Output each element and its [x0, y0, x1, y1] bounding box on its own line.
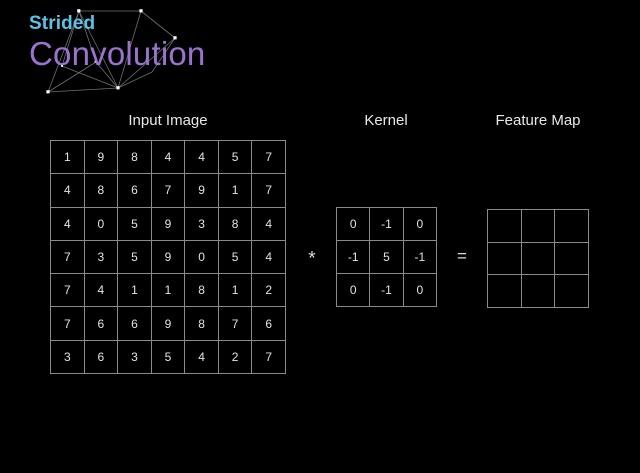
- matrix-cell: 2: [252, 274, 286, 308]
- convolution-operator-symbol: *: [308, 248, 316, 270]
- matrix-cell: 1: [151, 274, 186, 308]
- matrix-cell: 7: [218, 307, 253, 341]
- matrix-cell: 8: [118, 141, 152, 175]
- matrix-cell: [555, 275, 589, 308]
- matrix-cell: 6: [118, 307, 152, 341]
- matrix-cell: 4: [252, 240, 286, 275]
- matrix-cell: 9: [151, 207, 186, 241]
- matrix-cell: 6: [252, 307, 286, 341]
- matrix-cell: 7: [51, 307, 85, 341]
- matrix-cell: 0: [337, 274, 371, 307]
- equals-operator-symbol: =: [457, 246, 467, 266]
- matrix-cell: 6: [84, 307, 119, 341]
- matrix-cell: 1: [218, 174, 253, 208]
- matrix-cell: [521, 210, 556, 243]
- header-feature-map: Feature Map: [495, 112, 581, 129]
- matrix-cell: 3: [118, 340, 152, 374]
- matrix-cell: 3: [51, 340, 85, 374]
- matrix-cell: 8: [218, 207, 253, 241]
- matrix-cell: 9: [151, 240, 186, 275]
- matrix-cell: [555, 210, 589, 243]
- matrix-cell: 4: [51, 207, 85, 241]
- matrix-cell: 6: [118, 174, 152, 208]
- matrix-cell: 4: [84, 274, 119, 308]
- matrix-cell: -1: [370, 208, 404, 241]
- matrix-cell: [521, 275, 556, 308]
- matrix-cell: 5: [370, 241, 404, 274]
- matrix-cell: 5: [218, 240, 253, 275]
- matrix-cell: 0: [403, 208, 437, 241]
- title-line-convolution: Convolution: [29, 35, 206, 72]
- matrix-cell: [488, 275, 522, 308]
- feature-map-matrix: [487, 209, 589, 308]
- matrix-cell: 5: [118, 240, 152, 275]
- matrix-cell: [555, 242, 589, 276]
- matrix-cell: -1: [370, 274, 404, 307]
- matrix-cell: -1: [337, 241, 371, 274]
- matrix-cell: 3: [185, 207, 219, 241]
- matrix-cell: 9: [84, 141, 119, 175]
- header-kernel: Kernel: [364, 112, 408, 129]
- header-input-image: Input Image: [128, 112, 208, 129]
- matrix-cell: -1: [403, 241, 437, 274]
- matrix-cell: 9: [151, 307, 186, 341]
- matrix-cell: 7: [151, 174, 186, 208]
- matrix-cell: 2: [218, 340, 253, 374]
- matrix-cell: 1: [118, 274, 152, 308]
- matrix-cell: 8: [84, 174, 119, 208]
- matrix-cell: [521, 242, 556, 276]
- matrix-cell: 7: [252, 340, 286, 374]
- matrix-cell: 8: [185, 307, 219, 341]
- matrix-cell: 3: [84, 240, 119, 275]
- matrix-cell: 5: [118, 207, 152, 241]
- title-line-strided: Strided: [29, 13, 96, 34]
- matrix-cell: 4: [185, 141, 219, 175]
- matrix-cell: 4: [51, 174, 85, 208]
- matrix-cell: 7: [252, 141, 286, 175]
- matrix-cell: 4: [185, 340, 219, 374]
- matrix-cell: 1: [51, 141, 85, 175]
- matrix-cell: 4: [151, 141, 186, 175]
- matrix-cell: 1: [218, 274, 253, 308]
- matrix-cell: 7: [51, 274, 85, 308]
- matrix-cell: 4: [252, 207, 286, 241]
- matrix-cell: 0: [84, 207, 119, 241]
- matrix-cell: 0: [403, 274, 437, 307]
- matrix-cell: 0: [337, 208, 371, 241]
- matrix-cell: 5: [218, 141, 253, 175]
- matrix-cell: [488, 210, 522, 243]
- matrix-cell: [488, 242, 522, 276]
- matrix-cell: 7: [51, 240, 85, 275]
- matrix-cell: 9: [185, 174, 219, 208]
- slide-title: Strided Convolution: [29, 13, 329, 72]
- matrix-cell: 5: [151, 340, 186, 374]
- matrix-cell: 8: [185, 274, 219, 308]
- matrix-cell: 7: [252, 174, 286, 208]
- matrix-cell: 0: [185, 240, 219, 275]
- matrix-cell: 6: [84, 340, 119, 374]
